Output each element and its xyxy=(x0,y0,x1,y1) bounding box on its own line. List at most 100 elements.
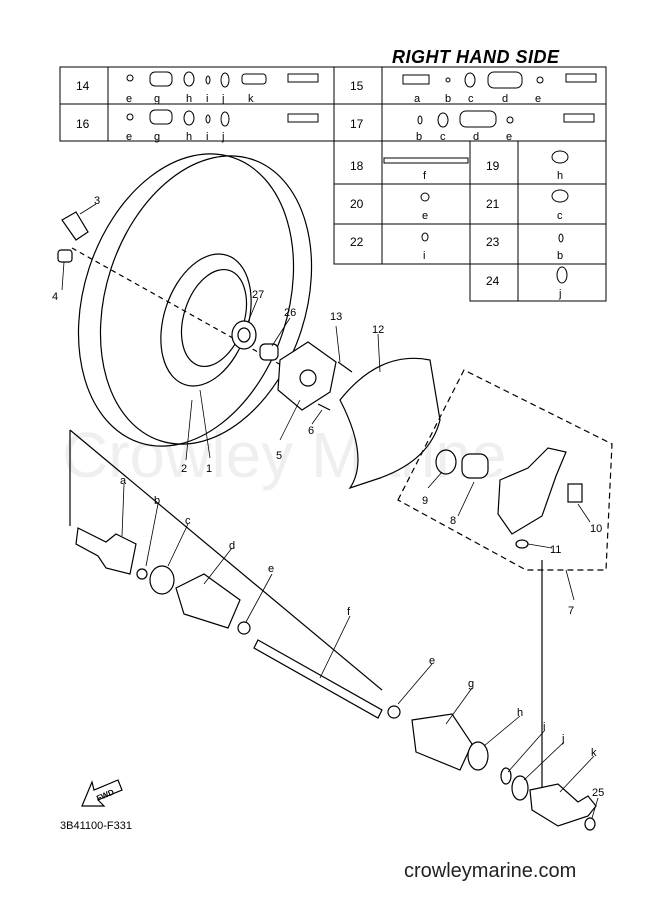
kit17-letter-b: b xyxy=(416,131,422,143)
callouts: 1 2 3 4 5 6 7 8 9 10 11 12 13 25 26 27 xyxy=(52,195,604,799)
callout-6: 6 xyxy=(308,425,314,437)
kit-ref-16: 16 xyxy=(76,117,90,131)
letter-d: d xyxy=(229,540,235,552)
kit19-letter-h: h xyxy=(557,170,563,182)
diagram-title: RIGHT HAND SIDE xyxy=(392,47,560,67)
kit17-letter-e: e xyxy=(506,131,512,143)
callout-10: 10 xyxy=(590,523,602,535)
callout-26: 26 xyxy=(284,307,296,319)
kit16-letter-h: h xyxy=(186,131,192,143)
kit15-letter-c: c xyxy=(468,93,474,105)
kit15-letter-d: d xyxy=(502,93,508,105)
kit-ref-24: 24 xyxy=(486,274,500,288)
kit15-letter-b: b xyxy=(445,93,451,105)
callout-7: 7 xyxy=(568,605,574,617)
cv-joint-outer xyxy=(75,527,137,575)
kit14-letter-i: i xyxy=(206,93,208,105)
diagram-code: 3B41100-F331 xyxy=(60,820,132,832)
kit-ref-21: 21 xyxy=(486,197,500,211)
kit21-letter-c: c xyxy=(557,210,563,222)
letter-e: e xyxy=(268,563,274,575)
callout-3: 3 xyxy=(94,195,100,207)
circlip xyxy=(435,449,457,475)
leader-lines xyxy=(61,203,599,819)
band-e-2 xyxy=(387,705,401,719)
hub-center xyxy=(299,369,317,387)
circlip-25 xyxy=(584,817,596,831)
kit-ref-14: 14 xyxy=(76,79,90,93)
kit17-letter-c: c xyxy=(440,131,446,143)
kit24-letter-j: j xyxy=(558,288,561,300)
callout-1: 1 xyxy=(206,463,212,475)
part-letters: a b c d e f e g h i j k xyxy=(120,475,597,759)
callout-8: 8 xyxy=(450,515,456,527)
ball-joint-nut xyxy=(515,539,529,549)
kit-ref-15: 15 xyxy=(350,79,364,93)
knuckle-group xyxy=(397,369,613,571)
kit-ref-23: 23 xyxy=(486,235,500,249)
kit-letters: e g h i j k a b c d e e g h i j b c d e … xyxy=(126,93,563,300)
letter-g: g xyxy=(468,678,474,690)
ball-joint xyxy=(567,483,583,503)
fwd-arrow-icon xyxy=(81,779,123,807)
letter-j: j xyxy=(561,733,564,745)
callout-4: 4 xyxy=(52,291,58,303)
kit-ref-17: 17 xyxy=(350,117,364,131)
kit-ref-18: 18 xyxy=(350,159,364,173)
letter-c: c xyxy=(185,515,191,527)
callout-5: 5 xyxy=(276,450,282,462)
kit14-letter-e: e xyxy=(126,93,132,105)
callout-13: 13 xyxy=(330,311,342,323)
boot-band-c xyxy=(149,565,175,595)
bearing-inner xyxy=(237,327,251,343)
drive-shaft xyxy=(253,639,383,719)
letter-f: f xyxy=(347,606,351,618)
kit16-letter-e: e xyxy=(126,131,132,143)
spacer xyxy=(259,343,279,361)
boot-g xyxy=(411,713,473,771)
kit14-letter-j: j xyxy=(221,93,224,105)
drawing xyxy=(57,153,613,831)
part-b-clip xyxy=(136,568,148,580)
callout-2: 2 xyxy=(181,463,187,475)
kit15-letter-e: e xyxy=(535,93,541,105)
hub xyxy=(277,341,337,411)
callout-25: 25 xyxy=(592,787,604,799)
site-url[interactable]: crowleymarine.com xyxy=(404,860,577,882)
band-e xyxy=(237,621,251,635)
letter-b: b xyxy=(154,495,160,507)
kit17-letter-d: d xyxy=(473,131,479,143)
tire-tread xyxy=(99,155,313,445)
kit20-letter-e: e xyxy=(422,210,428,222)
kit-ref-20: 20 xyxy=(350,197,364,211)
kit23-letter-b: b xyxy=(557,250,563,262)
valve-stem xyxy=(61,211,89,241)
disc-bolt xyxy=(337,361,353,373)
kit-table xyxy=(59,66,607,302)
steering-knuckle xyxy=(497,447,567,535)
kit16-letter-j: j xyxy=(221,131,224,143)
kit-ref-22: 22 xyxy=(350,235,364,249)
kit-ref-19: 19 xyxy=(486,159,500,173)
boot-d xyxy=(175,573,241,629)
callout-12: 12 xyxy=(372,324,384,336)
kit14-letter-h: h xyxy=(186,93,192,105)
kit15-letter-a: a xyxy=(414,93,421,105)
hub-bolt xyxy=(317,403,331,411)
boot-band-h xyxy=(467,741,489,771)
callout-27: 27 xyxy=(252,289,264,301)
kit18-letter-f: f xyxy=(423,170,427,182)
knuckle-bearing xyxy=(461,453,489,479)
letter-h: h xyxy=(517,707,523,719)
kit22-letter-i: i xyxy=(423,250,425,262)
callout-11: 11 xyxy=(550,544,561,556)
letter-e-2: e xyxy=(429,655,435,667)
brake-disc xyxy=(339,357,441,490)
kit16-letter-i: i xyxy=(206,131,208,143)
tire xyxy=(77,153,295,447)
wheel-nut xyxy=(57,249,73,263)
letter-a: a xyxy=(120,475,127,487)
clip-i xyxy=(500,767,512,785)
